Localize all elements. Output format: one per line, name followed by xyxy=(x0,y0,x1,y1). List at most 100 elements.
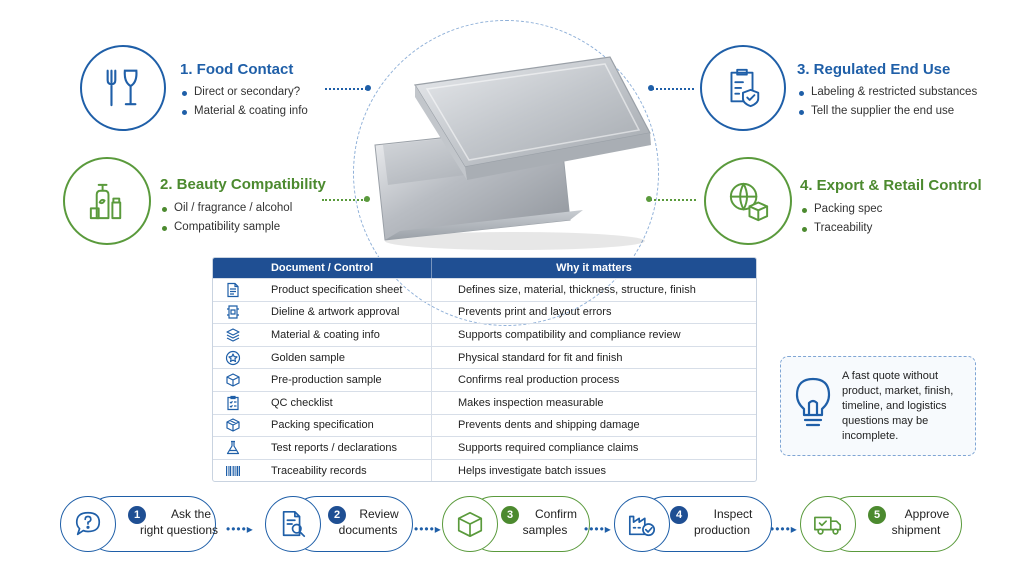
bullet: Compatibility sample xyxy=(160,221,292,233)
connector-dot xyxy=(646,196,652,202)
table-cell-why: Prevents print and layout errors xyxy=(458,306,612,319)
document-icon xyxy=(213,282,253,298)
checklist-icon xyxy=(213,395,253,411)
step-label-line: Ask the xyxy=(170,507,212,521)
beauty-compat-title: 2. Beauty Compatibility xyxy=(160,176,326,193)
step-label-line: samples xyxy=(522,523,568,537)
step-label-line: production xyxy=(693,523,751,537)
step-label: Ask the right questions xyxy=(124,506,234,538)
table-cell-doc: Pre-production sample xyxy=(253,369,432,391)
step-arrow: ••••▸ xyxy=(770,522,798,536)
step-label-line: Confirm xyxy=(534,507,577,521)
table-cell-why: Prevents dents and shipping damage xyxy=(458,419,640,432)
connector-export xyxy=(650,199,696,201)
step-label-line: right questions xyxy=(139,523,219,537)
step-number: 4 xyxy=(670,506,688,524)
globe-box-icon xyxy=(704,157,792,245)
step-arrow: ••••▸ xyxy=(414,522,442,536)
box-icon xyxy=(213,372,253,388)
connector-regulated xyxy=(652,88,694,90)
table-cell-doc: Golden sample xyxy=(253,346,432,369)
step-arrow: ••••▸ xyxy=(226,522,254,536)
star-badge-icon xyxy=(213,350,253,366)
bullet: Packing spec xyxy=(800,203,882,215)
document-control-table: Document / Control Why it matters Produc… xyxy=(212,257,757,483)
table-cell-why: Defines size, material, thickness, struc… xyxy=(458,283,696,296)
truck-check-icon xyxy=(800,496,856,552)
bullet: Material & coating info xyxy=(180,105,308,117)
table-row: Golden sample Physical standard for fit … xyxy=(213,345,756,369)
table-cell-doc: Product specification sheet xyxy=(253,279,432,301)
table-cell-doc: Traceability records xyxy=(253,459,432,482)
step-label-line: shipment xyxy=(891,523,941,537)
layers-icon xyxy=(213,327,253,343)
table-row: QC checklist Makes inspection measurable xyxy=(213,390,756,414)
dieline-icon xyxy=(213,304,253,320)
header-why-it-matters: Why it matters xyxy=(556,262,632,274)
bullet: Labeling & restricted substances xyxy=(797,86,977,98)
bullet: Traceability xyxy=(800,222,882,234)
connector-food xyxy=(325,88,367,90)
connector-dot xyxy=(648,85,654,91)
table-row: Pre-production sample Confirms real prod… xyxy=(213,368,756,391)
step-label: Confirm samples xyxy=(502,506,588,538)
cosmetic-bottles-icon xyxy=(63,157,151,245)
food-contact-title: 1. Food Contact xyxy=(180,61,294,78)
document-search-icon xyxy=(265,496,321,552)
table-cell-doc: Packing specification xyxy=(253,414,432,437)
header-document-control: Document / Control xyxy=(213,258,432,278)
tin-box-icon xyxy=(355,45,665,255)
table-cell-why: Confirms real production process xyxy=(458,374,620,387)
barcode-icon xyxy=(213,463,253,479)
fork-glass-icon xyxy=(80,45,166,131)
table-cell-doc: QC checklist xyxy=(253,391,432,414)
step-label-line: Approve xyxy=(904,507,950,521)
export-retail-bullets: Packing spec Traceability xyxy=(800,203,882,241)
step-label-line: Inspect xyxy=(713,507,753,521)
step-number: 2 xyxy=(328,506,346,524)
table-cell-why: Supports compatibility and compliance re… xyxy=(458,328,681,341)
clipboard-shield-icon xyxy=(700,45,786,131)
center-dashed-arc xyxy=(353,20,659,326)
step-label-line: documents xyxy=(338,523,398,537)
question-chat-icon xyxy=(60,496,116,552)
step-label: Approve shipment xyxy=(870,506,962,538)
table-cell-doc: Test reports / declarations xyxy=(253,437,432,459)
table-row: Packing specification Prevents dents and… xyxy=(213,413,756,437)
package-icon xyxy=(213,417,253,433)
connector-beauty xyxy=(322,199,366,201)
table-cell-why: Physical standard for fit and finish xyxy=(458,351,623,364)
step-number: 5 xyxy=(868,506,886,524)
bullet: Oil / fragrance / alcohol xyxy=(160,202,292,214)
table-cell-why: Supports required compliance claims xyxy=(458,441,639,454)
table-cell-doc: Dieline & artwork approval xyxy=(253,301,432,324)
step-label: Inspect production xyxy=(674,506,770,538)
regulated-end-use-title: 3. Regulated End Use xyxy=(797,61,951,78)
connector-dot xyxy=(365,85,371,91)
bullet: Direct or secondary? xyxy=(180,86,308,98)
table-cell-doc: Material & coating info xyxy=(253,324,432,346)
step-label-line: Review xyxy=(359,507,399,521)
table-cell-why: Makes inspection measurable xyxy=(458,396,604,409)
quote-warning-note: A fast quote without product, market, fi… xyxy=(780,356,976,456)
table-row: Test reports / declarations Supports req… xyxy=(213,436,756,459)
table-row: Product specification sheet Defines size… xyxy=(213,278,756,301)
beauty-compat-bullets: Oil / fragrance / alcohol Compatibility … xyxy=(160,202,292,240)
table-cell-why: Helps investigate batch issues xyxy=(458,464,606,477)
note-text: A fast quote without product, market, fi… xyxy=(842,370,954,442)
bullet: Tell the supplier the end use xyxy=(797,105,977,117)
connector-dot xyxy=(364,196,370,202)
table-row: Material & coating info Supports compati… xyxy=(213,323,756,346)
food-contact-bullets: Direct or secondary? Material & coating … xyxy=(180,86,308,124)
flask-icon xyxy=(213,440,253,456)
cube-icon xyxy=(442,496,498,552)
regulated-end-use-bullets: Labeling & restricted substances Tell th… xyxy=(797,86,977,124)
table-header: Document / Control Why it matters xyxy=(213,258,756,278)
step-arrow: ••••▸ xyxy=(584,522,612,536)
export-retail-title: 4. Export & Retail Control xyxy=(800,177,982,194)
step-label: Review documents xyxy=(325,506,411,538)
factory-check-icon xyxy=(614,496,670,552)
lightbulb-icon xyxy=(791,375,835,431)
table-row: Dieline & artwork approval Prevents prin… xyxy=(213,300,756,324)
step-number: 3 xyxy=(501,506,519,524)
